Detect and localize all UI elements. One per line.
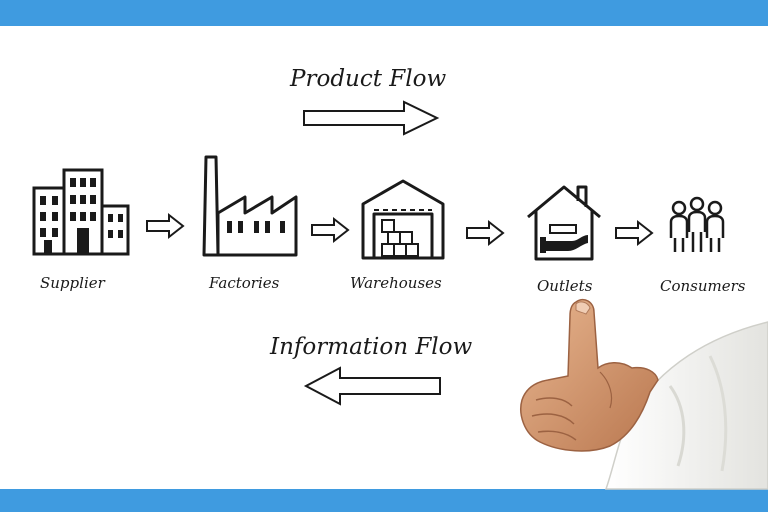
flow-arrow-1 bbox=[146, 212, 185, 240]
office-building-icon bbox=[32, 168, 130, 256]
node-label-warehouses: Warehouses bbox=[350, 274, 442, 292]
product-flow-heading: Product Flow bbox=[290, 66, 447, 92]
factory-icon bbox=[202, 155, 298, 257]
store-house-icon bbox=[527, 185, 601, 261]
node-label-consumers: Consumers bbox=[660, 277, 746, 295]
node-label-outlets: Outlets bbox=[537, 277, 593, 295]
flow-arrow-4 bbox=[615, 219, 654, 247]
product-flow-arrow bbox=[303, 100, 440, 136]
flow-arrow-2 bbox=[311, 216, 350, 244]
flow-arrow-3 bbox=[466, 219, 505, 247]
top-blue-band bbox=[0, 0, 768, 26]
bottom-blue-band bbox=[0, 489, 768, 512]
warehouse-icon bbox=[361, 179, 445, 260]
node-label-factories: Factories bbox=[209, 274, 280, 292]
information-flow-arrow bbox=[303, 366, 441, 406]
people-group-icon bbox=[669, 196, 725, 252]
node-label-supplier: Supplier bbox=[40, 274, 105, 292]
information-flow-heading: Information Flow bbox=[270, 334, 473, 360]
pointing-hand-image bbox=[520, 298, 768, 490]
